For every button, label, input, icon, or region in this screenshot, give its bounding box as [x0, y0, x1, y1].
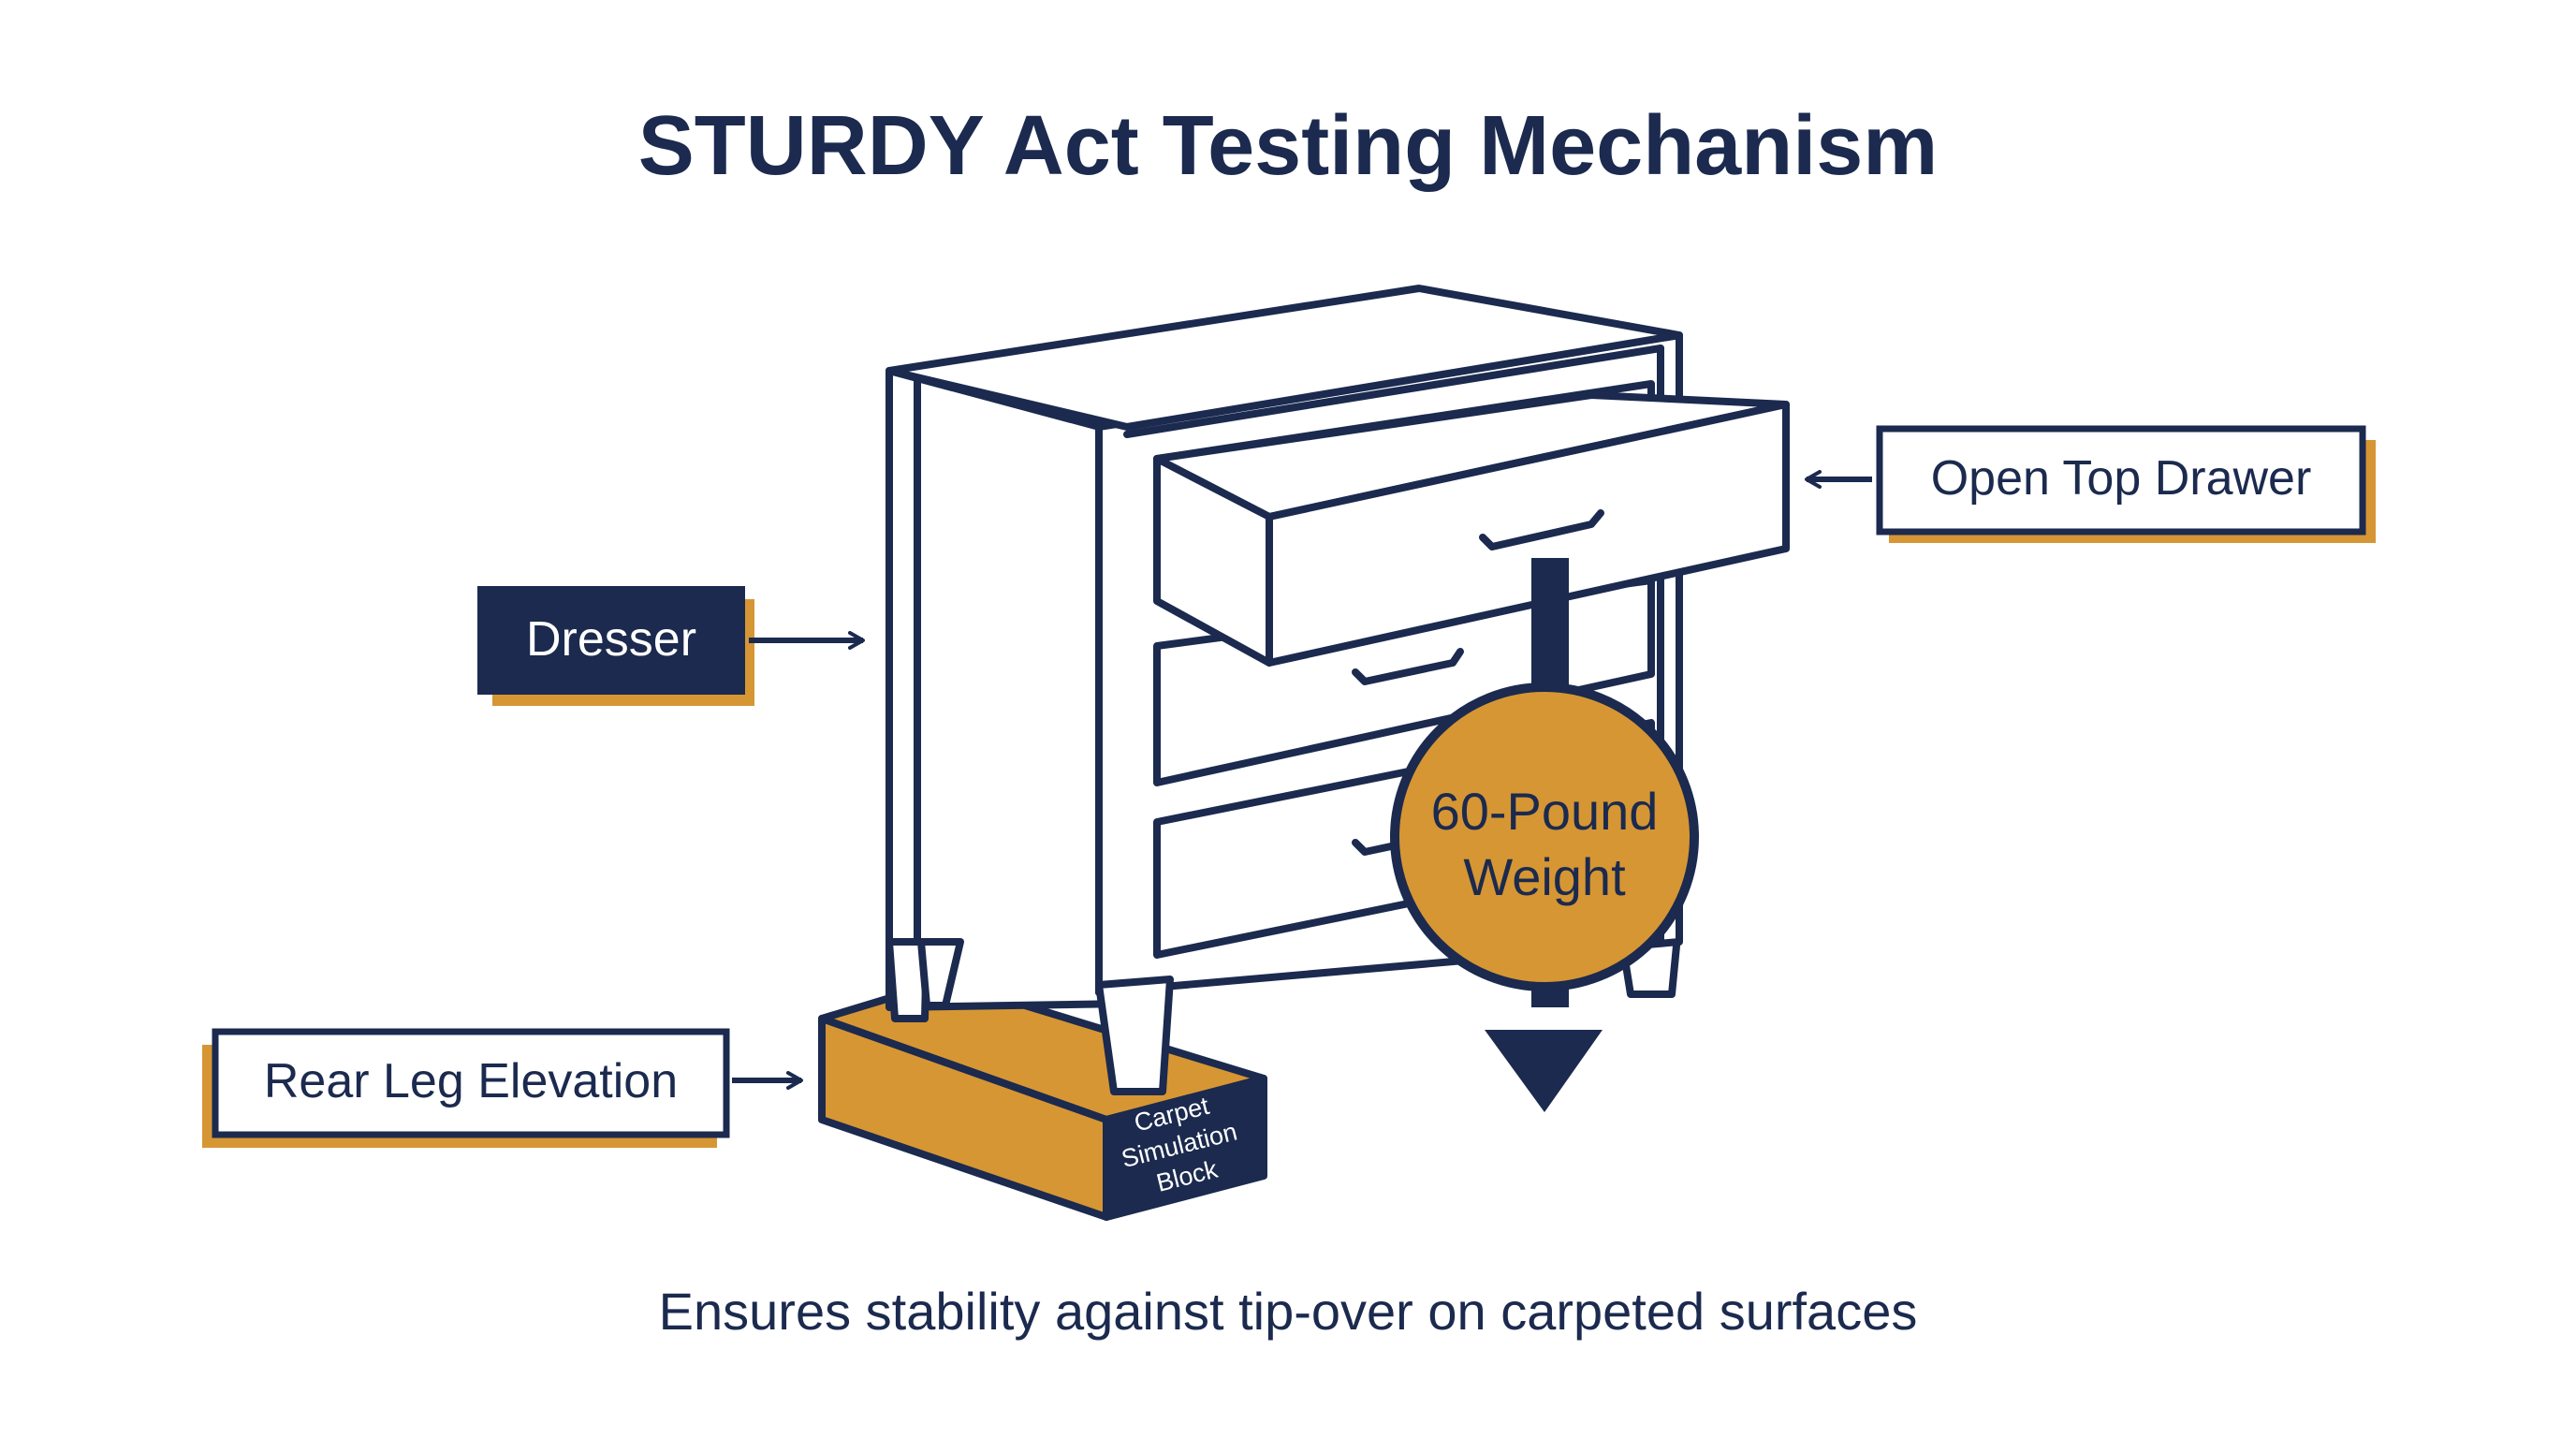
open-top-drawer [1153, 391, 1790, 667]
weight-arrow-head [1485, 1030, 1603, 1112]
rear-leg-callout: Rear Leg Elevation [202, 1028, 803, 1148]
weight-indicator: 60-Pound Weight [1390, 558, 1699, 1112]
weight-circle [1390, 682, 1699, 991]
rear-left-leg [886, 938, 930, 1022]
drawer-handle [1479, 509, 1604, 550]
carpet-simulation-block: Carpet Simulation Block [818, 977, 1267, 1221]
rear-leg-label: Rear Leg Elevation [264, 1054, 678, 1108]
dresser-callout: Dresser [477, 586, 865, 706]
page-title: STURDY Act Testing Mechanism [637, 99, 1939, 193]
caption: Ensures stability against tip-over on ca… [658, 1282, 1918, 1341]
dresser-side-panel [886, 367, 1131, 1011]
front-leg [1095, 976, 1174, 1095]
dresser-label: Dresser [526, 612, 696, 667]
dresser [886, 285, 1790, 1095]
rear-leg-label-box [212, 1028, 730, 1138]
open-drawer-label-box [1876, 425, 2366, 536]
open-drawer-callout: Open Top Drawer [1805, 425, 2376, 543]
weight-label-line1: 60-Pound [1431, 782, 1659, 841]
dresser-top [886, 285, 1683, 431]
open-drawer-label: Open Top Drawer [1931, 451, 2312, 506]
weight-label-line2: Weight [1463, 847, 1626, 906]
dresser-label-box [477, 586, 745, 695]
